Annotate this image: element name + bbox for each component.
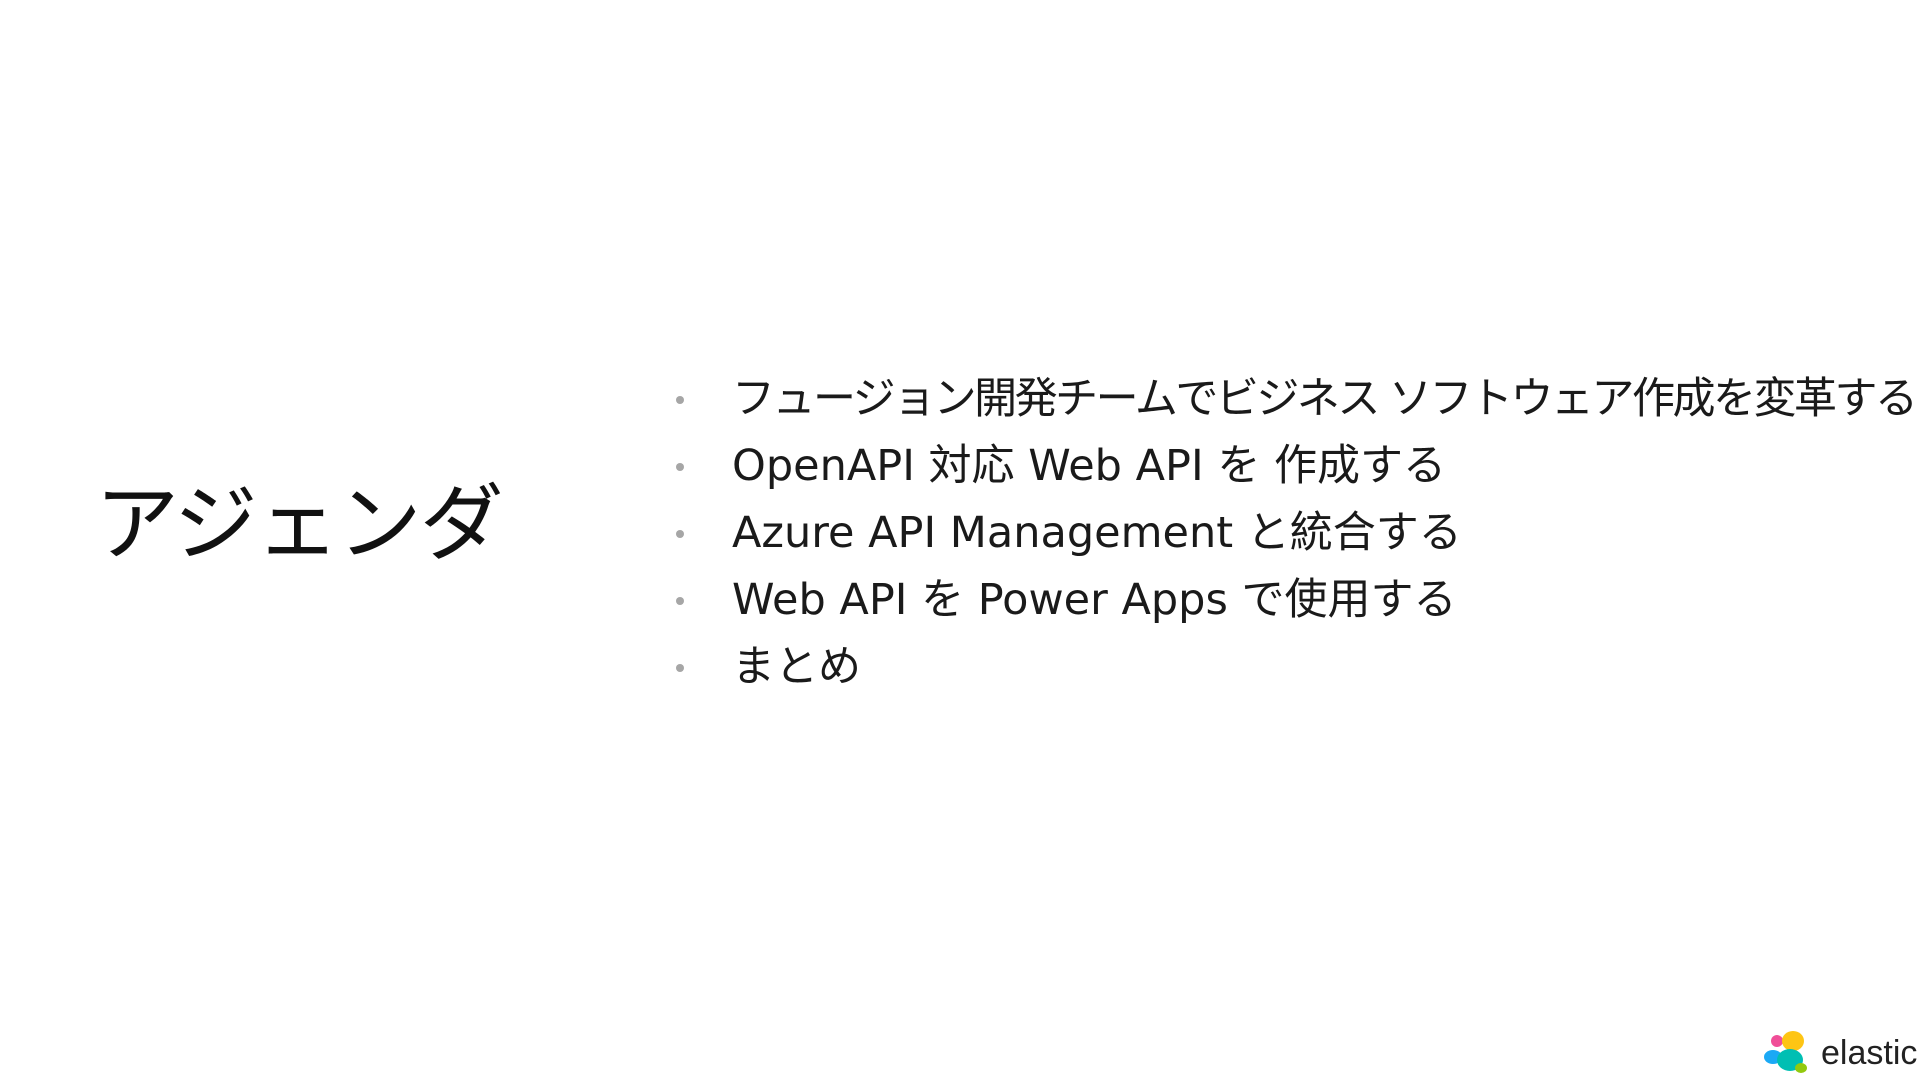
bullet-icon	[676, 396, 684, 404]
bullet-icon	[676, 530, 684, 538]
agenda-item: フュージョン開発チームでビジネス ソフトウェア作成を変革する	[672, 366, 1918, 433]
logo-text: elastic	[1821, 1033, 1918, 1072]
agenda-list: フュージョン開発チームでビジネス ソフトウェア作成を変革する OpenAPI 対…	[672, 366, 1918, 701]
slide-title: アジェンダ	[95, 475, 504, 573]
elastic-logo: elastic	[1763, 1025, 1917, 1080]
bullet-icon	[676, 664, 684, 672]
bullet-icon	[676, 463, 684, 471]
agenda-item-text: OpenAPI 対応 Web API を 作成する	[732, 441, 1446, 491]
agenda-item: Web API を Power Apps で使用する	[672, 567, 1916, 634]
agenda-item-text: フュージョン開発チームでビジネス ソフトウェア作成を変革する	[732, 374, 1918, 424]
agenda-item-text: まとめ	[732, 642, 861, 692]
elastic-logo-icon	[1764, 1031, 1807, 1073]
bullet-icon	[676, 597, 684, 605]
agenda-item-text: Web API を Power Apps で使用する	[732, 575, 1457, 625]
agenda-item: まとめ	[672, 634, 1916, 701]
agenda-item-text: Azure API Management と統合する	[732, 508, 1462, 558]
agenda-item: Azure API Management と統合する	[672, 500, 1916, 567]
agenda-item: OpenAPI 対応 Web API を 作成する	[672, 433, 1916, 500]
